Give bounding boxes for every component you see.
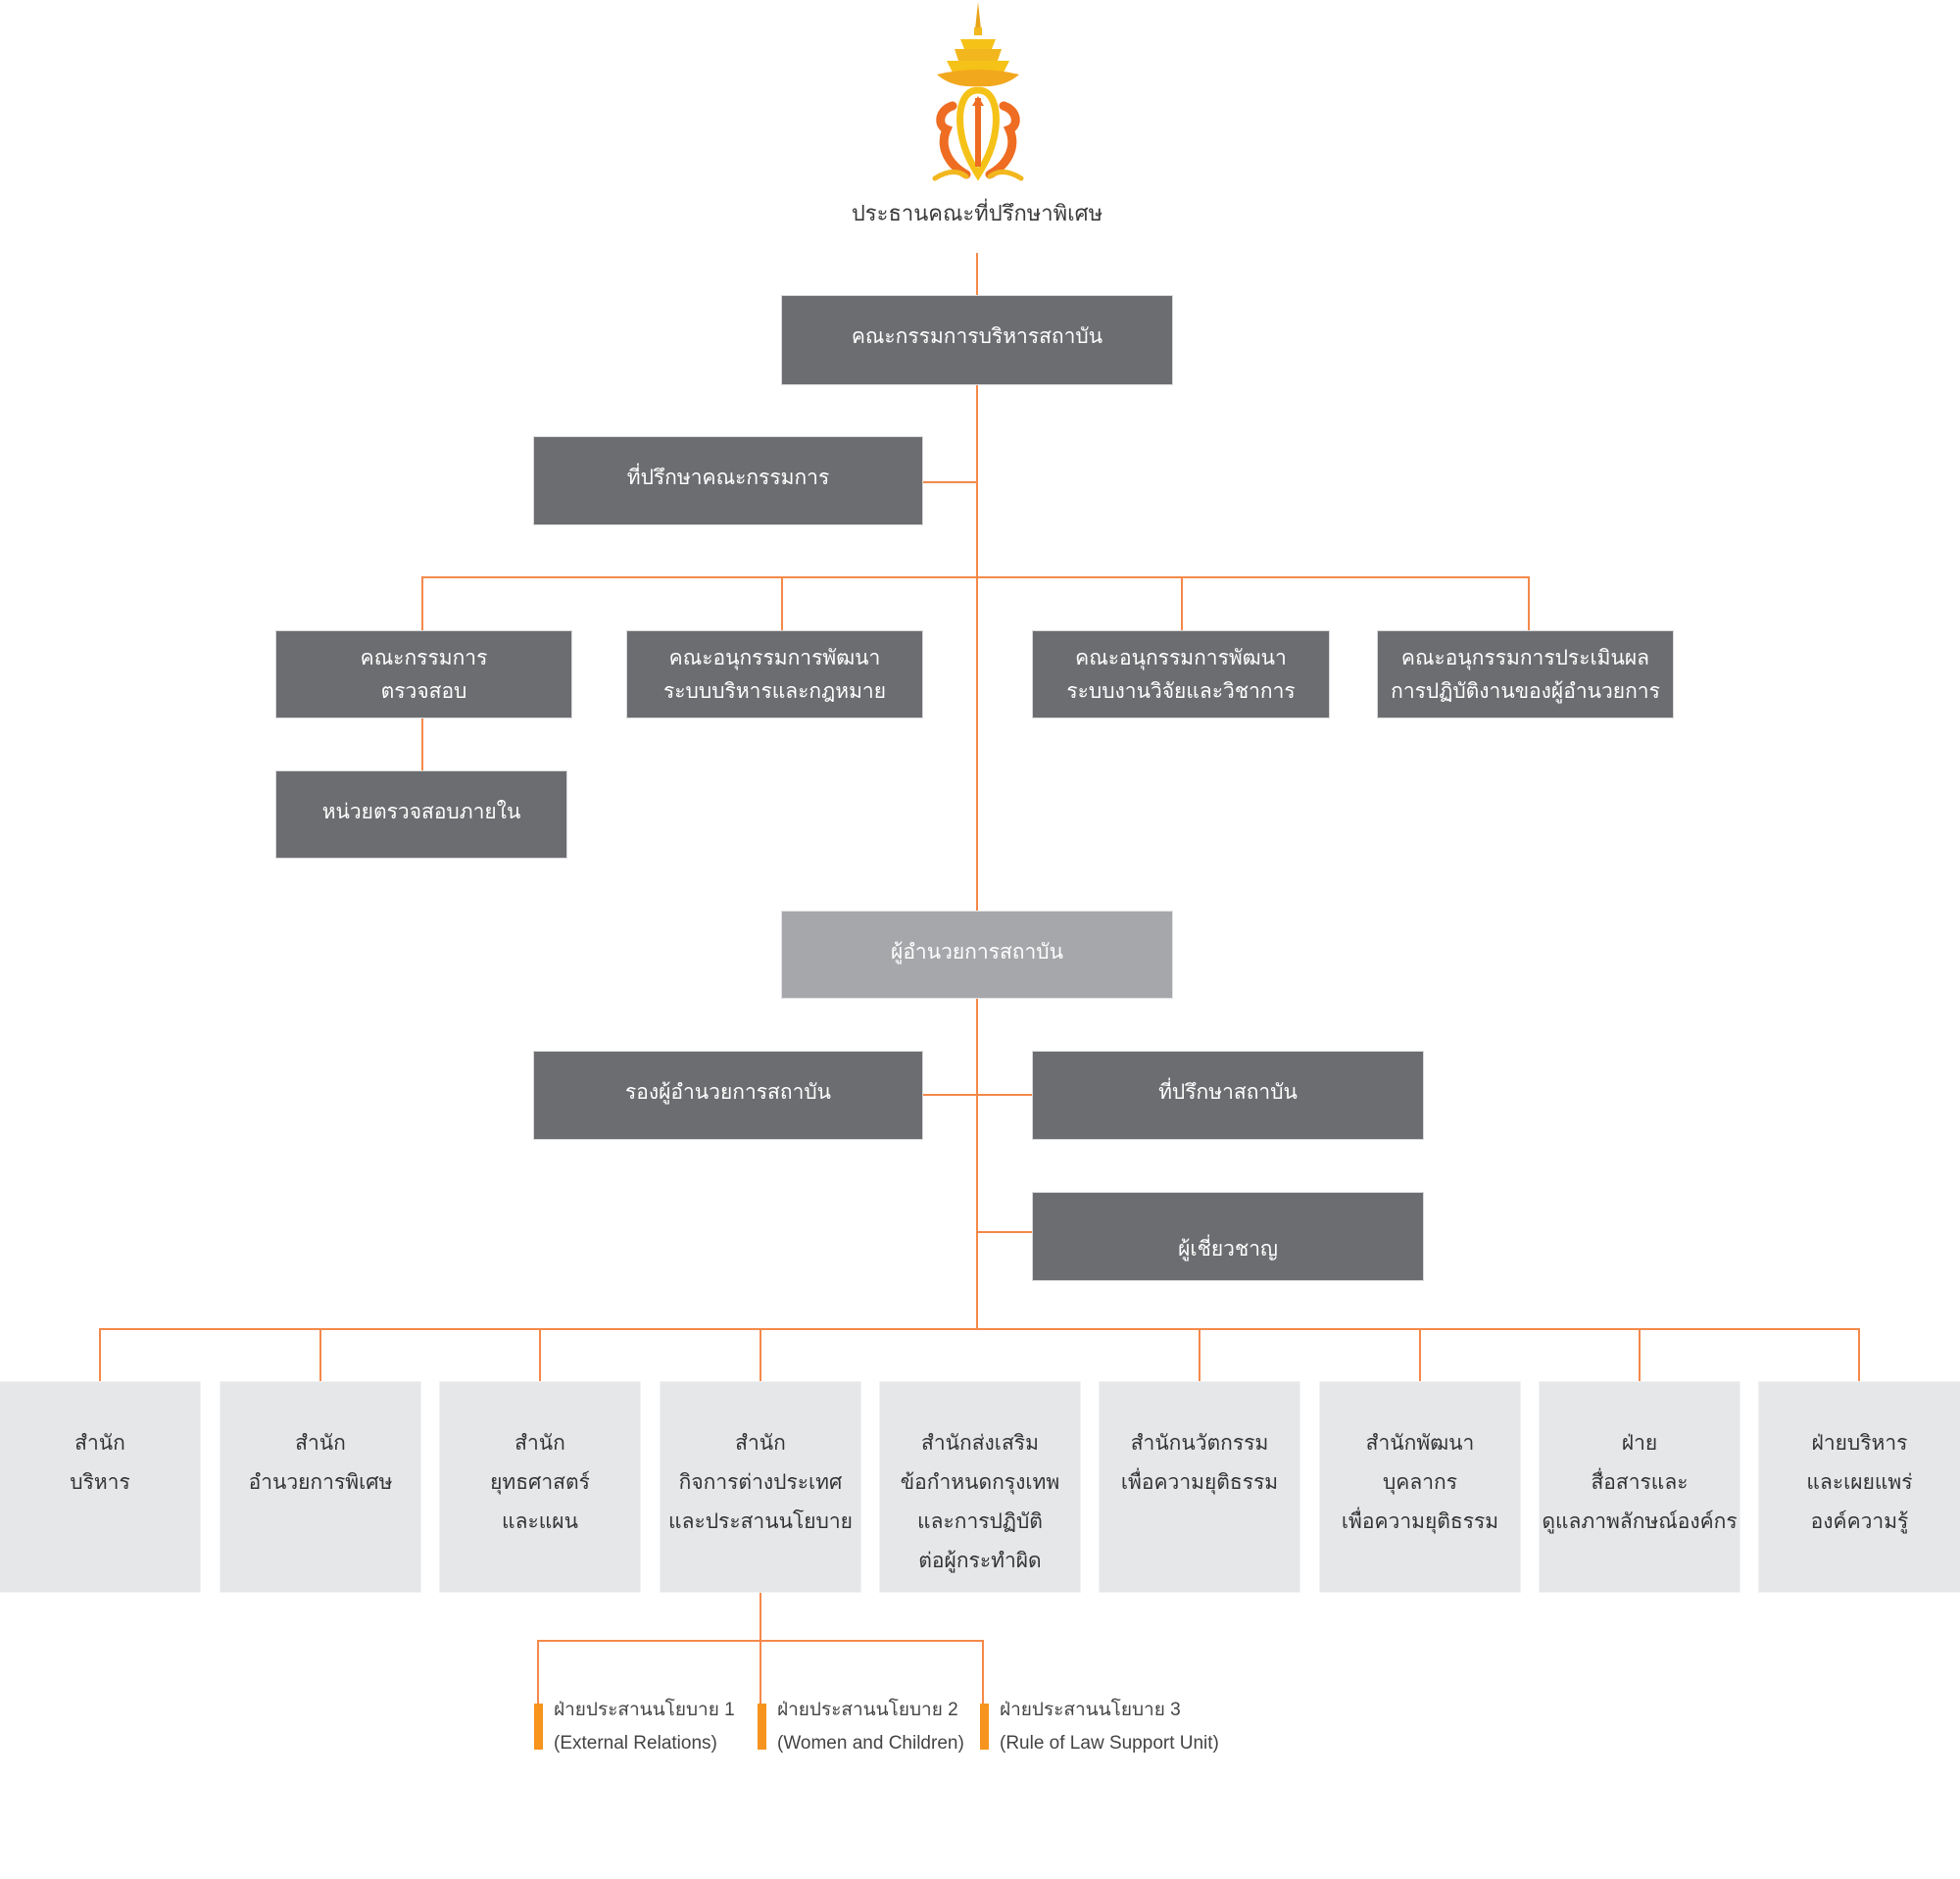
node-label-line: กิจการต่างประเทศ <box>678 1470 843 1494</box>
node-label-line: อำนวยการพิเศษ <box>248 1470 393 1494</box>
node-label-line: ฝ่ายบริหาร <box>1811 1431 1908 1455</box>
connector-board-advisor <box>922 481 977 483</box>
node-label-line: และการปฏิบัติ <box>917 1509 1043 1533</box>
node-label-line: ต่อผู้กระทำผิด <box>918 1549 1042 1572</box>
node-label-line: และแผน <box>502 1509 578 1533</box>
node-label-line: และเผยแพร่ <box>1806 1470 1913 1494</box>
node-label-line: ระบบบริหารและกฎหมาย <box>662 679 887 703</box>
node-department[interactable]: สำนักยุทธศาสตร์และแผน <box>440 1382 640 1592</box>
connector-policy-trunk <box>760 1592 761 1640</box>
chairman-label: ประธานคณะที่ปรึกษาพิเศษ <box>851 202 1103 226</box>
node-label-line: บุคลากร <box>1382 1470 1458 1494</box>
node-label: คณะกรรมการบริหารสถาบัน <box>851 324 1103 348</box>
connector-dept-9 <box>1858 1328 1860 1382</box>
connector-trunk <box>976 253 978 1328</box>
node-department[interactable]: สำนักบริหาร <box>0 1382 200 1592</box>
node-label-line: สำนัก <box>514 1431 565 1455</box>
connector-committees-bus <box>421 576 1530 578</box>
node-department[interactable]: สำนักนวัตกรรมเพื่อความยุติธรรม <box>1100 1382 1299 1592</box>
node-label-line: สำนักส่งเสริม <box>921 1431 1039 1455</box>
connector-dept-7 <box>1419 1328 1421 1382</box>
node-department[interactable]: ฝ่ายบริหารและเผยแพร่องค์ความรู้ <box>1759 1382 1960 1592</box>
node-label-line: ตรวจสอบ <box>380 679 467 703</box>
node-label: ที่ปรึกษาสถาบัน <box>1158 1080 1298 1104</box>
node-director[interactable]: ผู้อำนวยการสถาบัน <box>782 912 1172 998</box>
node-label-line: ดูแลภาพลักษณ์องค์กร <box>1542 1509 1738 1533</box>
connector-committee-2 <box>781 576 783 631</box>
node-label-line: (Rule of Law Support Unit) <box>1000 1733 1219 1754</box>
node-experts[interactable]: ผู้เชี่ยวชาญ <box>1033 1193 1423 1280</box>
node-label-line: ข้อกำหนดกรุงเทพ <box>900 1470 1060 1494</box>
node-label-line: บริหาร <box>70 1470 130 1494</box>
node-label: ผู้อำนวยการสถาบัน <box>891 940 1063 964</box>
node-label-line: ฝ่ายประสานนโยบาย 1 <box>554 1700 735 1720</box>
node-label-line: สำนักพัฒนา <box>1365 1431 1475 1455</box>
node-board-advisor[interactable]: ที่ปรึกษาคณะกรรมการ <box>534 437 922 524</box>
accent-bar <box>980 1704 989 1750</box>
node-label-line: สำนัก <box>735 1431 786 1455</box>
node-label-line: และประสานนโยบาย <box>668 1509 853 1533</box>
node-label: ผู้เชี่ยวชาญ <box>1178 1237 1278 1261</box>
connector-dept-1 <box>99 1328 101 1382</box>
connector-policy-1 <box>537 1640 539 1706</box>
node-policy-unit[interactable]: ฝ่ายประสานนโยบาย 3 (Rule of Law Support U… <box>980 1694 1219 1760</box>
connector-committee-1 <box>421 576 423 631</box>
node-label-line: ฝ่าย <box>1621 1431 1658 1455</box>
connector-dept-3 <box>539 1328 541 1382</box>
node-label-line: การปฏิบัติงานของผู้อำนวยการ <box>1391 679 1660 703</box>
connector-dept-8 <box>1639 1328 1641 1382</box>
node-label-line: คณะอนุกรรมการพัฒนา <box>1075 646 1287 669</box>
node-label-line: (External Relations) <box>554 1733 717 1754</box>
node-department[interactable]: สำนักกิจการต่างประเทศและประสานนโยบาย <box>661 1382 860 1592</box>
node-deputy-director[interactable]: รองผู้อำนวยการสถาบัน <box>534 1052 922 1139</box>
node-label-line: ฝ่ายประสานนโยบาย 3 <box>1000 1700 1181 1720</box>
node-executive-board[interactable]: คณะกรรมการบริหารสถาบัน <box>782 296 1172 384</box>
node-label-line: ฝ่ายประสานนโยบาย 2 <box>777 1700 958 1720</box>
connector-deputy-advisor <box>922 1094 1033 1096</box>
connector-policy-3 <box>982 1640 984 1706</box>
accent-bar <box>758 1704 766 1750</box>
node-policy-unit[interactable]: ฝ่ายประสานนโยบาย 2 (Women and Children) <box>758 1694 964 1760</box>
node-committee-audit[interactable]: คณะกรรมการตรวจสอบ <box>276 631 571 717</box>
node-label: ที่ปรึกษาคณะกรรมการ <box>626 466 830 489</box>
node-department[interactable]: สำนักพัฒนาบุคลากรเพื่อความยุติธรรม <box>1320 1382 1520 1592</box>
node-internal-audit[interactable]: หน่วยตรวจสอบภายใน <box>276 771 566 858</box>
node-department[interactable]: สำนักส่งเสริมข้อกำหนดกรุงเทพและการปฏิบัต… <box>880 1382 1080 1592</box>
connector-policy-2 <box>760 1640 761 1706</box>
connector-committee-3 <box>1181 576 1183 631</box>
node-label-line: สำนัก <box>295 1431 346 1455</box>
connector-departments-bus <box>100 1328 1860 1330</box>
node-label-line: เพื่อความยุติธรรม <box>1120 1470 1279 1494</box>
node-label-line: (Women and Children) <box>777 1733 964 1754</box>
connector-committee-4 <box>1528 576 1530 631</box>
node-policy-unit[interactable]: ฝ่ายประสานนโยบาย 1 (External Relations) <box>534 1694 735 1760</box>
node-label-line: สื่อสารและ <box>1591 1470 1689 1494</box>
connector-internal-audit <box>421 717 423 771</box>
node-label-line: ระบบงานวิจัยและวิชาการ <box>1066 679 1296 703</box>
accent-bar <box>534 1704 543 1750</box>
node-institute-advisor[interactable]: ที่ปรึกษาสถาบัน <box>1033 1052 1423 1139</box>
node-label-line: คณะอนุกรรมการประเมินผล <box>1400 646 1650 669</box>
node-label: รองผู้อำนวยการสถาบัน <box>624 1080 832 1104</box>
node-department[interactable]: สำนักอำนวยการพิเศษ <box>220 1382 420 1592</box>
node-committee-admin-law[interactable]: คณะอนุกรรมการพัฒนาระบบบริหารและกฎหมาย <box>627 631 922 717</box>
node-committee-evaluation[interactable]: คณะอนุกรรมการประเมินผลการปฏิบัติงานของผู… <box>1378 631 1673 717</box>
connector-dept-2 <box>319 1328 321 1382</box>
node-label-line: ยุทธศาสตร์ <box>490 1470 590 1494</box>
node-label-line: สำนักนวัตกรรม <box>1130 1431 1269 1455</box>
connector-dept-4 <box>760 1328 761 1382</box>
connector-dept-6 <box>1199 1328 1200 1382</box>
node-department[interactable]: ฝ่ายสื่อสารและดูแลภาพลักษณ์องค์กร <box>1540 1382 1740 1592</box>
royal-cipher-emblem-icon <box>932 2 1024 181</box>
node-label-line: สำนัก <box>74 1431 125 1455</box>
node-label-line: คณะกรรมการ <box>360 646 488 669</box>
node-label-line: คณะอนุกรรมการพัฒนา <box>668 646 881 669</box>
node-label: หน่วยตรวจสอบภายใน <box>321 800 521 823</box>
node-label-line: องค์ความรู้ <box>1810 1509 1909 1533</box>
node-label-line: เพื่อความยุติธรรม <box>1341 1509 1499 1533</box>
connector-experts <box>977 1231 1033 1233</box>
node-committee-research[interactable]: คณะอนุกรรมการพัฒนาระบบงานวิจัยและวิชาการ <box>1033 631 1329 717</box>
